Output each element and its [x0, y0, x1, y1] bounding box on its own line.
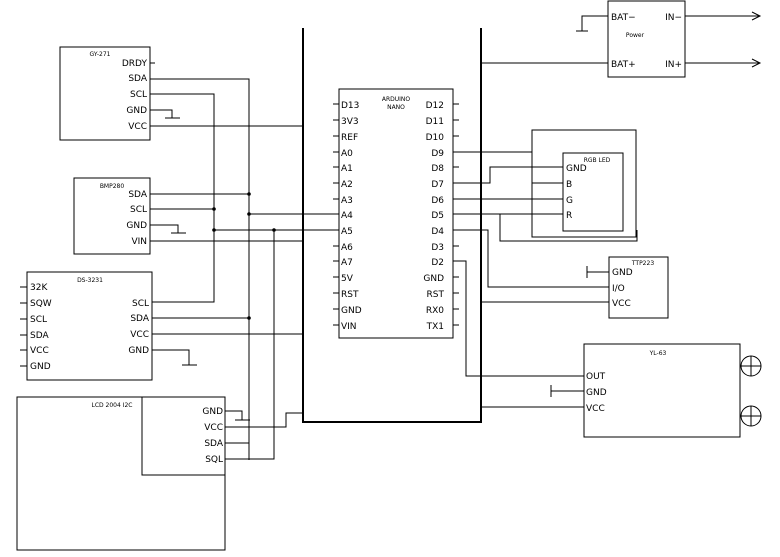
bmp280-module: BMP280 SDA SCL GND VIN [73, 177, 151, 255]
nano-pin-a1: A1 [341, 164, 353, 174]
yl63-lens-bottom-icon [740, 405, 762, 427]
yl63-title: YL-63 [649, 350, 667, 357]
nano-pin-rst-right: RST [427, 290, 445, 300]
nano-pin-3v3: 3V3 [341, 117, 359, 127]
lcd-pin-vcc: VCC [204, 423, 223, 433]
power-pin-bat-minus: BAT− [611, 13, 636, 23]
ds3231-pin-scl-left: SCL [30, 315, 47, 325]
yl63-module: YL-63 OUT GND VCC [583, 343, 762, 438]
main-frame [302, 28, 482, 423]
gy271-module: GY-271 DRDY SDA SCL GND VCC [59, 46, 155, 141]
nano-pin-d9: D9 [431, 149, 444, 159]
nano-pin-a0: A0 [341, 149, 353, 159]
nano-pin-d10: D10 [426, 133, 445, 143]
nano-title-line1: ARDUINO [382, 96, 411, 103]
nano-pin-a6: A6 [341, 243, 353, 253]
lcd-module: LCD 2004 I2C GND VCC SDA SQL [16, 396, 226, 551]
nano-pin-a2: A2 [341, 180, 353, 190]
ds3231-pin-gnd-right: GND [128, 346, 149, 356]
bmp280-title: BMP280 [100, 183, 125, 190]
arduino-nano-module: ARDUINO NANO D13 3V3 REF A0 A1 A2 A3 A4 … [333, 88, 459, 339]
lcd-title: LCD 2004 I2C [91, 402, 132, 409]
nano-pin-d3: D3 [431, 243, 444, 253]
nano-pin-d12: D12 [426, 101, 444, 111]
ds3231-pin-sda-right: SDA [130, 314, 149, 324]
yl63-lens-top-icon [740, 355, 762, 377]
nano-pin-d13: D13 [341, 101, 359, 111]
ttp223-pin-vcc: VCC [612, 299, 631, 309]
nano-pin-d6: D6 [431, 196, 444, 206]
power-pin-bat-plus: BAT+ [611, 60, 636, 70]
nano-pin-a3: A3 [341, 196, 353, 206]
power-pin-in-minus: IN− [665, 13, 682, 23]
rgb-pin-r: R [566, 211, 572, 221]
nano-pin-rst-left: RST [341, 290, 359, 300]
power-pin-in-plus: IN+ [665, 60, 682, 70]
nano-pin-d2: D2 [431, 258, 444, 268]
gy271-pin-drdy: DRDY [122, 59, 148, 69]
nano-pin-ref: REF [341, 133, 358, 143]
gy271-pin-gnd: GND [126, 106, 147, 116]
nano-pin-rx0: RX0 [426, 306, 444, 316]
nano-title-line2: NANO [387, 104, 405, 111]
nano-pin-a4: A4 [341, 211, 353, 221]
ttp223-pin-io: I/O [612, 284, 625, 294]
nano-pin-vin: VIN [341, 322, 357, 332]
power-module: Power BAT− BAT+ IN− IN+ [607, 0, 686, 78]
gy271-pin-vcc: VCC [128, 122, 147, 132]
nano-pin-tx1: TX1 [426, 322, 444, 332]
ds3231-pin-sda-left: SDA [30, 331, 49, 341]
nano-pin-d5: D5 [431, 211, 444, 221]
ds3231-pin-vcc-left: VCC [30, 346, 49, 356]
lcd-pin-gnd: GND [202, 407, 223, 417]
gy271-title: GY-271 [90, 51, 111, 58]
bmp280-pin-vin: VIN [131, 237, 147, 247]
nano-pin-a7: A7 [341, 258, 353, 268]
nano-pin-gnd-right: GND [423, 274, 444, 284]
power-title: Power [626, 32, 645, 39]
rgb-led-module: RGB LED GND B G R [531, 129, 637, 238]
nano-pin-a5: A5 [341, 227, 353, 237]
ds3231-pin-sqw: SQW [30, 299, 52, 309]
rgb-pin-g: G [566, 196, 573, 206]
yl63-pin-gnd: GND [586, 388, 607, 398]
ttp223-module: TTP223 GND I/O VCC [608, 256, 669, 319]
rgb-pin-gnd: GND [566, 164, 587, 174]
ds3231-pin-32k: 32K [30, 283, 48, 293]
nano-pin-d11: D11 [426, 117, 444, 127]
ds3231-pin-gnd-left: GND [30, 362, 51, 372]
bmp280-pin-scl: SCL [130, 205, 147, 215]
ttp223-title: TTP223 [631, 260, 654, 267]
yl63-pin-out: OUT [586, 372, 606, 382]
rgb-title: RGB LED [584, 157, 611, 164]
nano-pin-5v: 5V [341, 274, 354, 284]
lcd-pin-sda: SDA [204, 439, 223, 449]
ds3231-title: DS-3231 [77, 277, 103, 284]
ds3231-module: DS-3231 32K SQW SCL SDA VCC GND SCL SDA … [20, 271, 153, 381]
bmp280-pin-gnd: GND [126, 221, 147, 231]
yl63-pin-vcc: VCC [586, 404, 605, 414]
ttp223-pin-gnd: GND [612, 268, 633, 278]
nano-pin-d8: D8 [431, 164, 444, 174]
gy271-pin-scl: SCL [130, 90, 147, 100]
rgb-pin-b: B [566, 180, 572, 190]
bmp280-pin-sda: SDA [128, 190, 147, 200]
nano-pin-d7: D7 [431, 180, 444, 190]
nano-pin-gnd-left: GND [341, 306, 362, 316]
gy271-pin-sda: SDA [128, 74, 147, 84]
ds3231-pin-vcc-right: VCC [130, 330, 149, 340]
nano-pin-d4: D4 [431, 227, 444, 237]
wires [150, 11, 762, 460]
ds3231-pin-scl-right: SCL [132, 299, 149, 309]
lcd-pin-sql: SQL [205, 455, 223, 465]
